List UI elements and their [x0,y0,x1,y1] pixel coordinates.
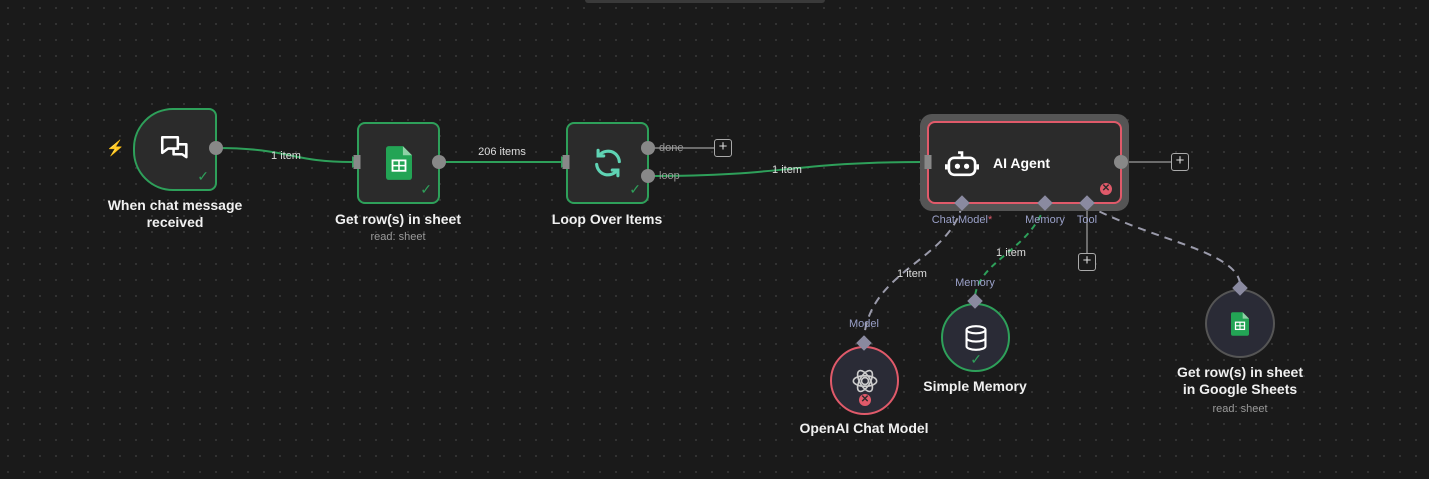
edge-loop-agent [647,161,923,177]
node-subtitle: read: sheet [1212,403,1268,415]
edge-label: 1 item [772,164,802,176]
output-handle[interactable] [1114,155,1128,169]
handle-label-done: done [659,142,684,154]
handle-label-memory: Memory [1025,214,1065,226]
success-check-icon: ✓ [420,181,432,197]
openai-icon [852,369,877,392]
success-check-icon: ✓ [629,181,641,197]
handle-label-tool: Tool [1076,214,1098,226]
add-node-button[interactable]: + [1171,153,1189,171]
node-sheets-tool[interactable] [1205,289,1275,358]
node-label: Get row(s) in sheet [334,211,462,227]
edge-label: 1 item [996,247,1026,259]
edge-memory [974,204,1046,297]
edge-label: 1 item [271,150,301,162]
node-openai-chat-model[interactable]: ✕ [830,346,899,415]
node-simple-memory[interactable]: ✓ [941,303,1010,372]
google-sheets-icon [1231,311,1249,336]
refresh-icon [594,148,621,178]
node-label: AI Agent [993,154,1051,171]
google-sheets-icon [385,146,412,180]
output-handle[interactable] [432,155,446,169]
handle-label-model: Model [849,318,879,330]
top-toolbar-edge [585,0,825,3]
node-label: Loop Over Items [551,211,663,227]
node-label: Simple Memory [923,378,1027,394]
robot-icon [945,150,979,176]
lightning-icon: ⚡ [106,140,125,157]
node-get-rows[interactable]: ✓ [357,122,440,204]
output-handle-done[interactable] [641,141,655,155]
input-handle[interactable] [562,155,570,169]
handle-label-loop: loop [659,170,680,182]
success-check-icon: ✓ [970,351,982,367]
edge-tool [1086,204,1241,284]
edge-trigger-sheet [215,147,353,163]
error-icon: ✕ [859,394,871,406]
node-ai-agent[interactable]: AI Agent ✕ [927,121,1122,204]
chat-icon [160,135,188,158]
success-check-icon: ✓ [197,168,209,184]
database-icon [964,324,987,351]
edge-label: 206 items [478,146,526,158]
add-node-button[interactable]: + [714,139,732,157]
output-handle-loop[interactable] [641,169,655,183]
add-tool-button[interactable]: + [1078,253,1096,271]
output-handle[interactable] [209,141,223,155]
node-subtitle: read: sheet [370,231,426,243]
handle-label-memory: Memory [955,277,995,289]
node-loop-over-items[interactable]: ✓ [566,122,649,204]
node-label: OpenAI Chat Model [799,420,929,436]
node-chat-trigger[interactable]: ✓ [133,108,217,191]
input-handle[interactable] [924,155,932,169]
error-icon: ✕ [1100,183,1112,195]
handle-label-chat-model: Chat Model* [931,214,993,226]
input-handle[interactable] [353,155,361,169]
edge-label: 1 item [897,268,927,280]
edge-model [863,204,963,339]
